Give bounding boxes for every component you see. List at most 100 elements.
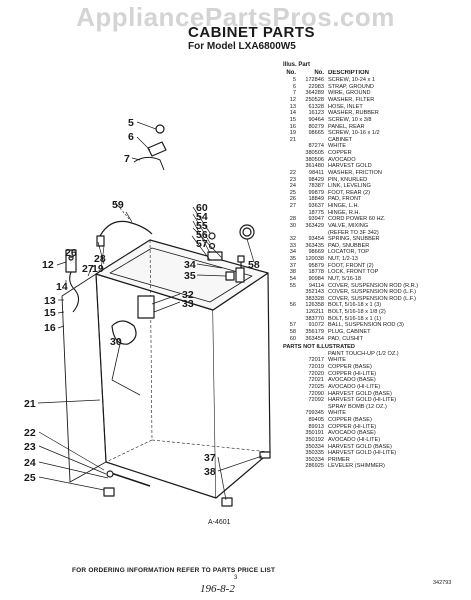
callout-6: 6 <box>128 131 134 143</box>
part-description: SPRAY BOMB (12 OZ.) <box>328 403 387 410</box>
part-number: 363454 <box>305 335 324 342</box>
callout-14: 14 <box>56 281 68 293</box>
part-illus-no: 24 <box>289 183 296 190</box>
part-description: PRIMER <box>328 456 350 463</box>
part-number: 95879 <box>308 262 324 269</box>
part-description: SCREW, 10-24 x 1 <box>328 77 375 84</box>
part-illus-no: 37 <box>289 262 296 269</box>
part-description: WASHER, FRICTION <box>328 169 382 176</box>
part-description: STRAP, GROUND <box>328 83 374 90</box>
callout-58: 58 <box>248 259 260 271</box>
part-illus-no <box>283 163 296 170</box>
part-number: 87274 <box>308 143 324 150</box>
part-illus-no: 32 <box>289 236 296 243</box>
part-description: SCREW, 10-16 x 1/2 <box>328 130 380 137</box>
part-description: WASHER, FILTER <box>328 97 375 104</box>
watermark: AppliancePartsPros.com <box>76 2 395 32</box>
front-foot <box>221 497 233 507</box>
part-illus-no <box>283 391 296 398</box>
top-opening <box>109 247 253 303</box>
part-description: COVER, SUSPENSION ROD (R.R.) <box>328 282 419 289</box>
part-number: 18778 <box>308 269 324 276</box>
part-number: 16123 <box>308 110 324 117</box>
callout-37: 37 <box>204 452 216 464</box>
part-illus-no <box>283 397 296 404</box>
callout-12: 12 <box>42 259 54 271</box>
part-number: 126358 <box>305 302 324 309</box>
part-illus-no: 34 <box>289 249 296 256</box>
part-illus-no: 23 <box>289 176 296 183</box>
callout-labels: 5 6 7 59 60 54 55 56 57 58 26 12 28 19 2… <box>24 117 260 484</box>
part-illus-no <box>283 364 296 371</box>
callout-24: 24 <box>24 457 36 469</box>
part-description: LOCATOR, TOP <box>328 249 369 256</box>
callout-54: 54 <box>196 211 208 223</box>
part-illus-no: 35 <box>289 256 296 263</box>
part-illus-no <box>283 417 296 424</box>
part-number: 72025 <box>308 383 324 390</box>
part-number: 350192 <box>305 436 324 443</box>
callout-22: 22 <box>24 427 36 439</box>
callout-34: 34 <box>184 259 196 271</box>
part-illus-no: 57 <box>289 322 296 329</box>
part-illus-no <box>283 371 296 378</box>
part-description: SCREW, 10 x 3/8 <box>328 116 372 123</box>
part-illus-no <box>283 404 296 411</box>
part-description: COVER, SUSPENSION ROD (L.F.) <box>328 289 416 296</box>
part-description: AVOCADO (BASE) <box>328 430 376 437</box>
col-illus-no: No. <box>286 69 296 76</box>
part-row: 87274 WHITE <box>283 143 468 150</box>
part-illus-no: 58 <box>289 328 296 335</box>
part-illus-no: 54 <box>289 275 296 282</box>
ground-strap <box>147 141 167 157</box>
part-illus-no: 16 <box>289 123 296 130</box>
part-illus-no: 28 <box>289 216 296 223</box>
part-illus-no <box>283 457 296 464</box>
part-illus-no: 14 <box>289 110 296 117</box>
callout-5: 5 <box>128 117 134 129</box>
part-number: 799345 <box>305 410 324 417</box>
part-illus-no <box>283 157 296 164</box>
part-description: PLUG, CABINET <box>328 328 371 335</box>
snubber-pad <box>137 295 155 319</box>
part-description: WASHER, RUBBER <box>328 110 379 117</box>
part-illus-no <box>283 377 296 384</box>
part-description: HARVEST GOLD (BASE) <box>328 443 392 450</box>
part-description: PAD, FRONT <box>328 196 362 203</box>
part-row: 14 16123 WASHER, RUBBER <box>283 110 468 117</box>
part-description: HARVEST GOLD (HI-LITE) <box>328 450 397 457</box>
part-illus-no <box>283 289 296 296</box>
part-description: WHITE <box>328 143 347 150</box>
hinge <box>207 251 223 261</box>
part-description: (REFER TO 3F 342) <box>328 229 379 236</box>
callout-59: 59 <box>112 199 124 211</box>
callout-30: 30 <box>110 336 122 348</box>
power-cord <box>97 220 153 241</box>
cabinet-plug <box>239 224 255 240</box>
callout-57: 57 <box>196 238 208 250</box>
part-description: COPPER (BASE) <box>328 364 372 371</box>
part-number: 93637 <box>308 203 324 210</box>
part-number: 72021 <box>308 377 324 384</box>
part-number: 363435 <box>305 242 324 249</box>
part-number: 72020 <box>308 370 324 377</box>
callout-28: 28 <box>94 253 106 265</box>
part-row: SPRAY BOMB (12 OZ.) <box>283 404 468 411</box>
